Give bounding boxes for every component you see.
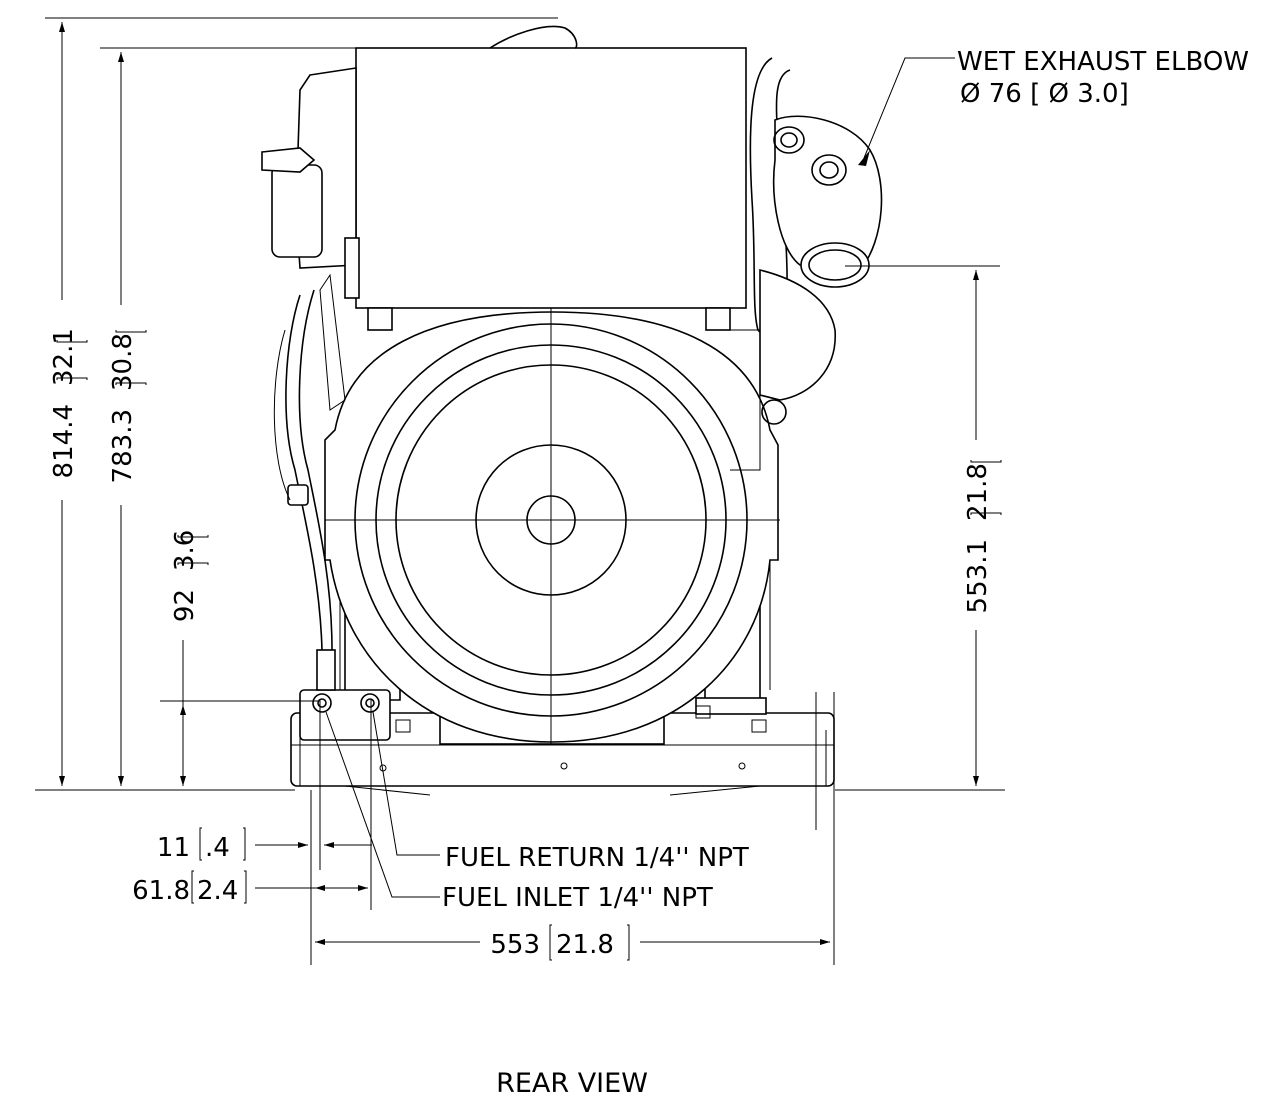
dim-fuel-port-height: 92: [170, 589, 200, 622]
dim-top-height: 783.3: [108, 409, 138, 483]
dim-fuel-port-height-in: 3.6: [170, 530, 200, 571]
dim-inlet-offset: 61.8: [132, 876, 190, 906]
view-title: REAR VIEW: [496, 1068, 648, 1099]
exhaust-diameter: Ø 76 [ Ø 3.0]: [960, 79, 1129, 109]
dim-exhaust-height-in: 21.8: [963, 463, 993, 521]
exhaust-label: WET EXHAUST ELBOW: [957, 47, 1249, 77]
dim-top-height-in: 30.8: [108, 333, 138, 391]
fuel-return-label: FUEL RETURN 1/4'' NPT: [445, 843, 749, 873]
dim-return-offset-in: .4: [205, 833, 230, 863]
turbo-housing: [759, 268, 836, 401]
dim-overall-height: 814.4: [49, 404, 79, 478]
fuel-return-port: [360, 693, 380, 713]
fuel-inlet-port: [312, 693, 332, 713]
fuel-block: [299, 689, 391, 741]
dim-overall-width: 553: [490, 930, 540, 960]
dim-overall-width-in: 21.8: [556, 930, 614, 960]
fuel-inlet-label: FUEL INLET 1/4'' NPT: [442, 883, 713, 913]
dimension-brackets: [56, 330, 1002, 961]
engine-body: [261, 25, 883, 796]
vent-pipe: [489, 25, 578, 49]
dimension-lines: [35, 17, 1005, 965]
labels: WET EXHAUST ELBOW Ø 76 [ Ø 3.0] FUEL RET…: [49, 47, 1249, 1099]
dim-inlet-offset-in: 2.4: [197, 876, 238, 906]
fuel-filter: [271, 164, 323, 258]
fuel-hose-left: [285, 294, 323, 651]
heat-exchanger-tank: [355, 47, 747, 309]
dim-overall-height-in: 32.1: [49, 328, 79, 386]
wet-exhaust-elbow: [772, 115, 883, 271]
dim-return-offset: 11: [157, 833, 190, 863]
dim-exhaust-height: 553.1: [963, 539, 993, 613]
